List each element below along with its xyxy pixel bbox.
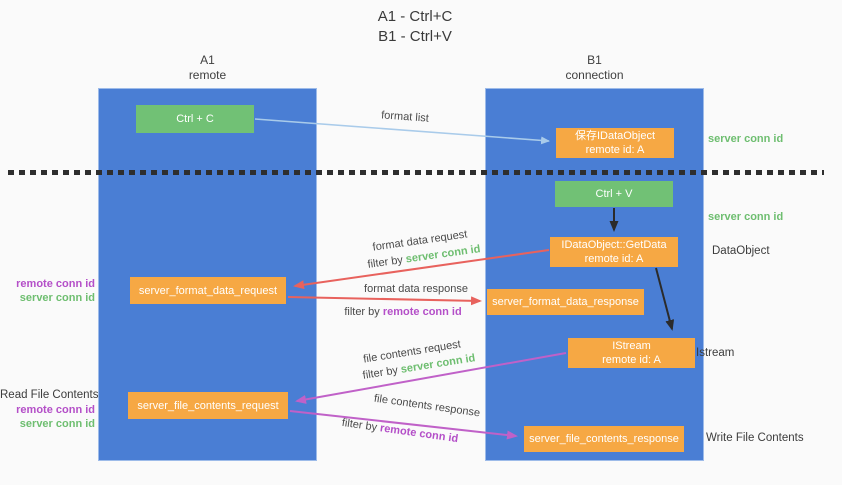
lane-header-b1: B1 connection (485, 53, 704, 83)
annotation-server-conn-id-top: server conn id (708, 133, 784, 145)
filter-prefix: filter by (341, 416, 378, 434)
node-format-response-label: server_format_data_response (492, 296, 639, 308)
annotation-left-format-ids: remote conn id server conn id (0, 278, 95, 305)
flow-filter-file-contents-response: filter by remote conn id (341, 417, 459, 445)
annotation-server-conn-id: server conn id (19, 417, 95, 430)
annotation-server-conn-id: server conn id (19, 291, 95, 304)
node-getdata-line2: remote id: A (584, 253, 644, 265)
annotation-dataobject: DataObject (712, 245, 770, 257)
annotation-write-file-contents: Write File Contents (706, 432, 804, 444)
title-line-1: A1 - Ctrl+C (377, 8, 453, 25)
annotation-server-conn-id-mid: server conn id (708, 211, 784, 223)
node-file-request-label: server_file_contents_request (137, 399, 279, 412)
lane-b1-role: connection (565, 68, 624, 82)
node-save-dataobject-line2: remote id: A (585, 144, 645, 156)
node-file-response-label: server_file_contents_response (529, 433, 679, 445)
annotation-remote-conn-id: remote conn id (16, 404, 95, 416)
node-ctrl-c: Ctrl + C (136, 105, 254, 133)
node-ctrl-v-label: Ctrl + V (595, 188, 633, 200)
lane-a1-name: A1 (200, 53, 215, 67)
filter-key-remote-conn-id: remote conn id (379, 422, 459, 446)
node-ctrl-c-label: Ctrl + C (176, 113, 214, 125)
node-getdata: IDataObject::GetData remote id: A (550, 237, 678, 267)
diagram-title: A1 - Ctrl+C B1 - Ctrl+V (315, 7, 515, 47)
node-save-dataobject: 保存IDataObject remote id: A (556, 128, 674, 158)
node-getdata-line1: IDataObject::GetData (561, 239, 667, 251)
node-istream-line2: remote id: A (602, 354, 661, 366)
flow-filter-format-data-response: filter by remote conn id (344, 306, 461, 318)
lane-b1-name: B1 (587, 53, 602, 67)
annotation-read-file-contents: Read File Contents (0, 389, 99, 401)
node-ctrl-v: Ctrl + V (555, 181, 673, 207)
annotation-left-file-ids: remote conn id server conn id (0, 404, 95, 431)
title-line-2: B1 - Ctrl+V (378, 28, 452, 45)
annotation-istream: Istream (696, 347, 735, 359)
filter-prefix: filter by (344, 306, 380, 318)
lane-a1-role: remote (188, 68, 227, 82)
flow-label-format-list: format list (380, 109, 430, 125)
node-istream-line1: IStream (612, 340, 651, 352)
session-separator-dashed-line (8, 170, 824, 175)
flow-label-file-contents-response: file contents response (373, 392, 481, 420)
annotation-remote-conn-id: remote conn id (16, 278, 95, 290)
node-server-file-contents-response: server_file_contents_response (524, 426, 684, 452)
filter-prefix: filter by (361, 364, 399, 382)
filter-prefix: filter by (366, 254, 404, 271)
filter-key-remote-conn-id: remote conn id (382, 306, 462, 318)
node-server-format-data-request: server_format_data_request (130, 277, 286, 304)
node-istream: IStream remote id: A (568, 338, 695, 368)
node-format-request-label: server_format_data_request (138, 284, 278, 297)
node-save-dataobject-line1: 保存IDataObject (574, 130, 656, 142)
flow-label-format-data-response: format data response (364, 283, 468, 295)
lane-header-a1: A1 remote (98, 53, 317, 83)
node-server-format-data-response: server_format_data_response (487, 289, 644, 315)
node-server-file-contents-request: server_file_contents_request (128, 392, 288, 419)
